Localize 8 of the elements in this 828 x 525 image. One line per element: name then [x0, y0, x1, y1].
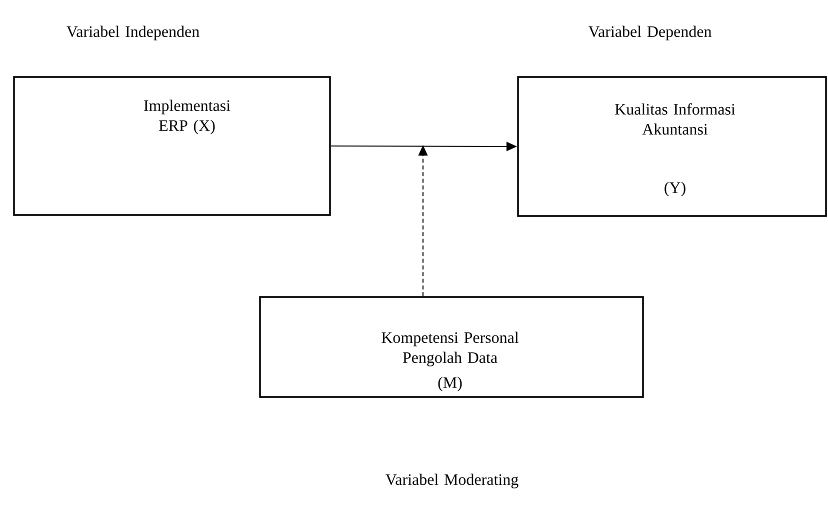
- box-text: Implementasi ERP (X): [144, 100, 230, 134]
- box-text: (Y): [664, 182, 686, 196]
- variable-heading: Variabel Dependen: [588, 26, 712, 40]
- variable-heading: Variabel Moderating: [386, 474, 518, 488]
- variable-heading: Variabel Independen: [66, 26, 200, 40]
- box-text: (M): [438, 376, 462, 392]
- box-text: Kompetensi Personal Pengolah Data: [382, 332, 519, 366]
- box-text: Kualitas Informasi Akuntansi: [615, 103, 736, 135]
